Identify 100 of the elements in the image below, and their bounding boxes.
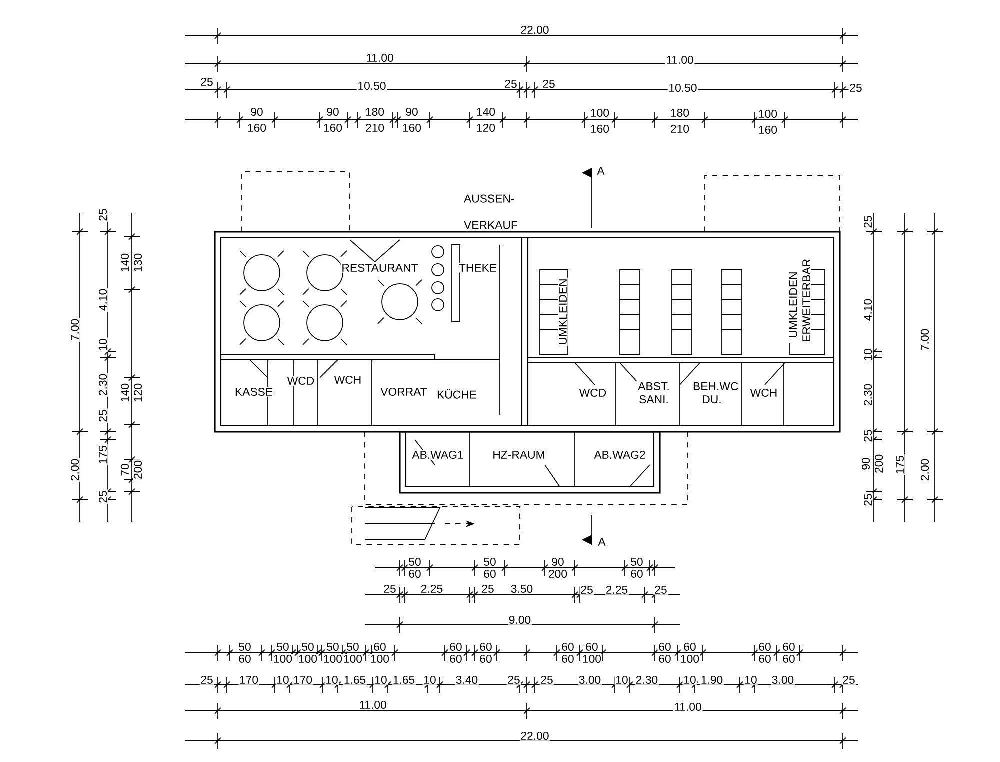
dimension-text: 90 — [404, 107, 420, 117]
dimension-text: 50 — [482, 557, 498, 567]
room-label: VORRAT — [380, 387, 428, 397]
dimension-text: 170 — [238, 675, 260, 685]
room-label: WCD — [578, 388, 608, 398]
dimension-text: 25 — [542, 79, 556, 89]
dimension-text: 140 — [120, 382, 130, 404]
dimension-text: 2.00 — [920, 458, 930, 482]
dimension-text: 60 — [658, 654, 672, 664]
room-label: KÜCHE — [436, 388, 478, 400]
dimension-text: 10.50 — [668, 83, 698, 93]
dimension-text: 160 — [402, 123, 422, 133]
dimension-text: 11.00 — [358, 700, 388, 710]
dimension-text: 100 — [680, 654, 700, 664]
dimension-text: 60 — [758, 654, 772, 664]
dimension-text: 4.10 — [863, 298, 873, 322]
room-label: ABST. SANI. — [636, 381, 672, 404]
dimension-text: 25 — [98, 490, 108, 504]
dimension-text: 3.00 — [771, 675, 795, 685]
dimension-text: 60 — [478, 642, 494, 652]
dimension-text: 2.00 — [70, 458, 80, 482]
dimension-text: 210 — [670, 124, 690, 134]
dimension-text: 50 — [238, 642, 252, 652]
room-label: THEKE — [458, 263, 498, 273]
dimension-text: 1.90 — [700, 675, 724, 685]
room-label: UMKLEIDEN ERWEITERBAR — [788, 259, 812, 344]
room-label: AUSSEN- VERKAUF — [463, 194, 518, 230]
dimension-text: 25 — [382, 584, 398, 594]
dimension-text: 50 — [276, 642, 290, 652]
dimension-text: 11.00 — [365, 53, 395, 63]
dimension-text: 60 — [630, 569, 644, 579]
room-label: RESTAURANT — [340, 263, 420, 273]
dimension-text: 140 — [120, 252, 130, 274]
dimension-text: 25 — [580, 585, 594, 595]
dimension-text: 10 — [863, 348, 873, 362]
dimension-text: 60 — [560, 642, 576, 652]
room-label: UMKLEIDEN — [558, 278, 568, 346]
dimension-text: 3.50 — [510, 584, 534, 594]
dimension-text: 10 — [276, 675, 290, 685]
dimension-text: 11.00 — [673, 702, 703, 712]
dimension-text: 200 — [548, 569, 568, 579]
dimension-text: 60 — [682, 642, 698, 652]
dimension-text: 3.40 — [455, 675, 479, 685]
dimension-text: 1.65 — [392, 675, 416, 685]
dimension-text: 25 — [506, 675, 522, 685]
dimension-text: 160 — [322, 123, 344, 133]
dimension-text: 200 — [133, 460, 143, 480]
dimension-text: 175 — [98, 444, 108, 466]
dimension-text: 120 — [476, 123, 496, 133]
dimension-text: 60 — [782, 654, 796, 664]
dimension-text: 100 — [590, 108, 610, 118]
dimension-text: 25 — [654, 585, 668, 595]
room-label: WCH — [334, 375, 363, 385]
room-label: WCH — [750, 388, 779, 398]
dimension-text: 180 — [670, 108, 690, 118]
dimension-text: 7.00 — [70, 318, 80, 342]
dimension-text: 50 — [326, 642, 340, 652]
dimension-text: 90 — [250, 107, 264, 117]
dimension-text: 180 — [364, 107, 386, 117]
dimension-text: 4.10 — [98, 288, 108, 312]
dimension-text: 2.30 — [635, 675, 659, 685]
room-label: WCD — [286, 376, 316, 386]
dimension-text: 25 — [540, 675, 554, 685]
dimension-text: 25 — [848, 83, 864, 93]
dimension-text: 60 — [658, 642, 672, 652]
dimension-text: 25 — [863, 214, 873, 230]
dimension-text: 25 — [863, 492, 873, 508]
dimension-text: 25 — [98, 408, 108, 424]
dimension-text: 10 — [744, 675, 758, 685]
dimension-text: 10 — [98, 338, 108, 352]
dimension-text: 200 — [874, 454, 884, 474]
dimension-text: 11.00 — [665, 55, 695, 65]
dimension-text: 25 — [842, 675, 856, 685]
dimension-text: 50 — [630, 557, 644, 567]
dimension-text: 25 — [98, 208, 108, 222]
dimension-text: 170 — [292, 675, 314, 685]
dimension-text: 100 — [298, 654, 318, 664]
dimension-text: 130 — [133, 252, 143, 274]
dimension-text: 25 — [863, 428, 873, 444]
dimension-text: 60 — [372, 642, 388, 652]
dimension-text: 90 — [550, 557, 566, 567]
room-label: AB.WAG2 — [593, 450, 647, 460]
dimension-text: 90 — [861, 456, 871, 472]
dimension-text: 25 — [504, 79, 518, 89]
dimension-text: 60 — [482, 569, 498, 579]
dimension-text: 100 — [322, 654, 344, 664]
room-label: BEH.WC DU. — [692, 381, 738, 404]
dimension-text: 25 — [480, 584, 496, 594]
dimension-text: 100 — [272, 654, 294, 664]
dimension-text: 160 — [758, 125, 778, 135]
dimension-text: 50 — [300, 642, 316, 652]
dimension-text: 2.25 — [605, 585, 629, 595]
dimension-text: 10 — [422, 675, 438, 685]
dimension-text: 60 — [758, 642, 772, 652]
dimension-text: 2.30 — [98, 373, 108, 397]
room-label: KASSE — [234, 387, 274, 397]
dimension-text: 3.00 — [578, 675, 602, 685]
dimension-text: 70 — [120, 462, 130, 478]
dimension-text: 120 — [133, 382, 143, 404]
dimension-text: 2.25 — [420, 584, 444, 594]
